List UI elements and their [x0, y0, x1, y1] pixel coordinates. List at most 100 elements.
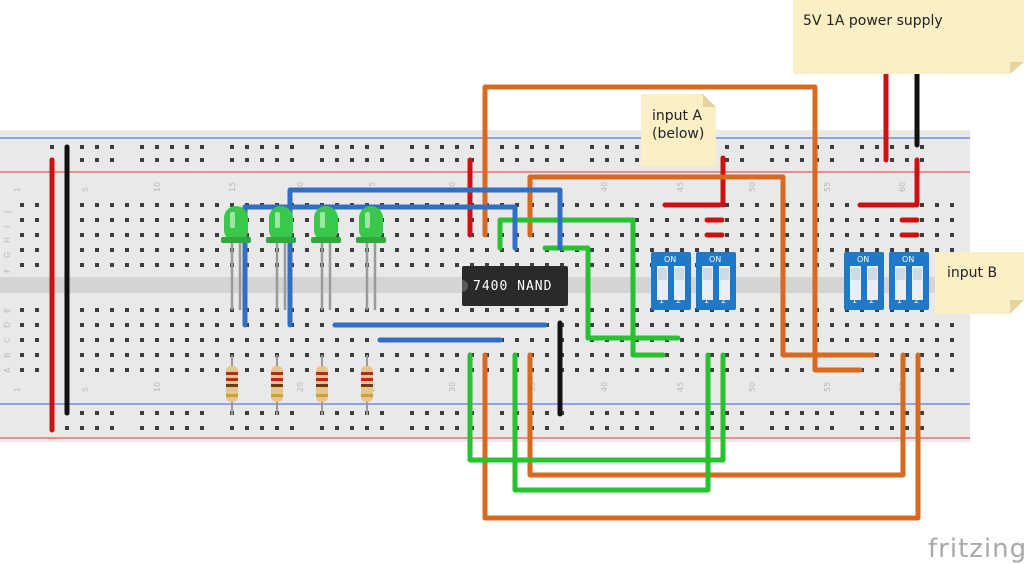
breadboard-hole — [365, 338, 369, 342]
breadboard-hole — [425, 353, 429, 357]
breadboard-hole — [185, 353, 189, 357]
breadboard-hole — [755, 353, 759, 357]
breadboard-hole — [830, 203, 834, 207]
breadboard-hole — [110, 263, 114, 267]
column-number: 10 — [153, 382, 162, 392]
mid-jumpers — [467, 155, 920, 417]
row-letters: J I H G F E D C B A — [3, 211, 12, 373]
breadboard-hole — [455, 368, 459, 372]
breadboard-hole — [485, 308, 489, 312]
breadboard-hole — [725, 368, 729, 372]
breadboard-hole — [170, 203, 174, 207]
breadboard-hole — [215, 218, 219, 222]
breadboard-hole — [605, 368, 609, 372]
breadboard-hole — [140, 248, 144, 252]
breadboard-hole — [275, 145, 279, 149]
breadboard-hole — [740, 411, 744, 415]
breadboard-hole — [590, 323, 594, 327]
breadboard-hole — [95, 426, 99, 430]
breadboard-hole — [545, 411, 549, 415]
breadboard-hole — [800, 338, 804, 342]
dip-switch[interactable]: ON 1 2 — [651, 252, 691, 310]
breadboard-hole — [785, 158, 789, 162]
breadboard-hole — [620, 158, 624, 162]
breadboard-hole — [95, 248, 99, 252]
breadboard-hole — [95, 323, 99, 327]
breadboard-hole — [590, 411, 594, 415]
breadboard-hole — [260, 263, 264, 267]
breadboard-hole — [800, 145, 804, 149]
breadboard-hole — [140, 411, 144, 415]
breadboard-hole — [290, 368, 294, 372]
breadboard-hole — [740, 323, 744, 327]
breadboard-hole — [815, 411, 819, 415]
breadboard-hole — [650, 233, 654, 237]
breadboard-hole — [380, 158, 384, 162]
breadboard-hole — [590, 263, 594, 267]
breadboard-hole — [665, 368, 669, 372]
input-a-note: input A (below) — [641, 94, 716, 166]
breadboard-hole — [875, 218, 879, 222]
breadboard-hole — [770, 426, 774, 430]
breadboard-hole — [500, 263, 504, 267]
breadboard-hole — [80, 426, 84, 430]
dip-switch[interactable]: ON 1 2 — [696, 252, 736, 310]
breadboard-hole — [395, 368, 399, 372]
breadboard-hole — [110, 233, 114, 237]
breadboard-hole — [635, 233, 639, 237]
breadboard-hole — [395, 353, 399, 357]
breadboard-hole — [920, 233, 924, 237]
breadboard-hole — [890, 426, 894, 430]
breadboard-hole — [260, 323, 264, 327]
breadboard-hole — [740, 263, 744, 267]
breadboard-hole — [425, 426, 429, 430]
resistor — [226, 355, 238, 415]
breadboard-hole — [170, 233, 174, 237]
breadboard-hole — [470, 248, 474, 252]
breadboard-hole — [950, 233, 954, 237]
dip-switch[interactable]: ON 1 2 — [844, 252, 884, 310]
breadboard-hole — [20, 263, 24, 267]
breadboard-hole — [860, 233, 864, 237]
breadboard-hole — [560, 426, 564, 430]
dip-switch[interactable]: ON 1 2 — [889, 252, 929, 310]
breadboard-hole — [95, 203, 99, 207]
breadboard-hole — [500, 145, 504, 149]
breadboard-hole — [380, 233, 384, 237]
breadboard-hole — [560, 158, 564, 162]
breadboard-hole — [860, 338, 864, 342]
breadboard-hole — [170, 411, 174, 415]
breadboard-hole — [635, 145, 639, 149]
column-number: 45 — [676, 382, 685, 392]
breadboard-hole — [395, 248, 399, 252]
green-wire — [542, 245, 681, 341]
breadboard-hole — [455, 263, 459, 267]
breadboard-hole — [80, 248, 84, 252]
breadboard-hole — [605, 263, 609, 267]
row-letter: G — [3, 252, 12, 258]
breadboard-hole — [110, 158, 114, 162]
breadboard-hole — [740, 233, 744, 237]
breadboard-hole — [80, 145, 84, 149]
breadboard-hole — [410, 263, 414, 267]
breadboard-hole — [530, 263, 534, 267]
breadboard-hole — [335, 263, 339, 267]
breadboard-hole — [770, 248, 774, 252]
breadboard-hole — [500, 248, 504, 252]
breadboard-hole — [215, 203, 219, 207]
breadboard-hole — [635, 203, 639, 207]
breadboard-hole — [680, 353, 684, 357]
breadboard-hole — [260, 158, 264, 162]
breadboard-hole — [170, 323, 174, 327]
breadboard-hole — [635, 158, 639, 162]
breadboard-hole — [590, 145, 594, 149]
breadboard-hole — [545, 308, 549, 312]
breadboard-hole — [785, 338, 789, 342]
breadboard-hole — [500, 426, 504, 430]
breadboard-hole — [635, 426, 639, 430]
breadboard-hole — [260, 233, 264, 237]
breadboard-hole — [620, 233, 624, 237]
breadboard-hole — [155, 145, 159, 149]
breadboard-hole — [440, 426, 444, 430]
breadboard-hole — [245, 338, 249, 342]
